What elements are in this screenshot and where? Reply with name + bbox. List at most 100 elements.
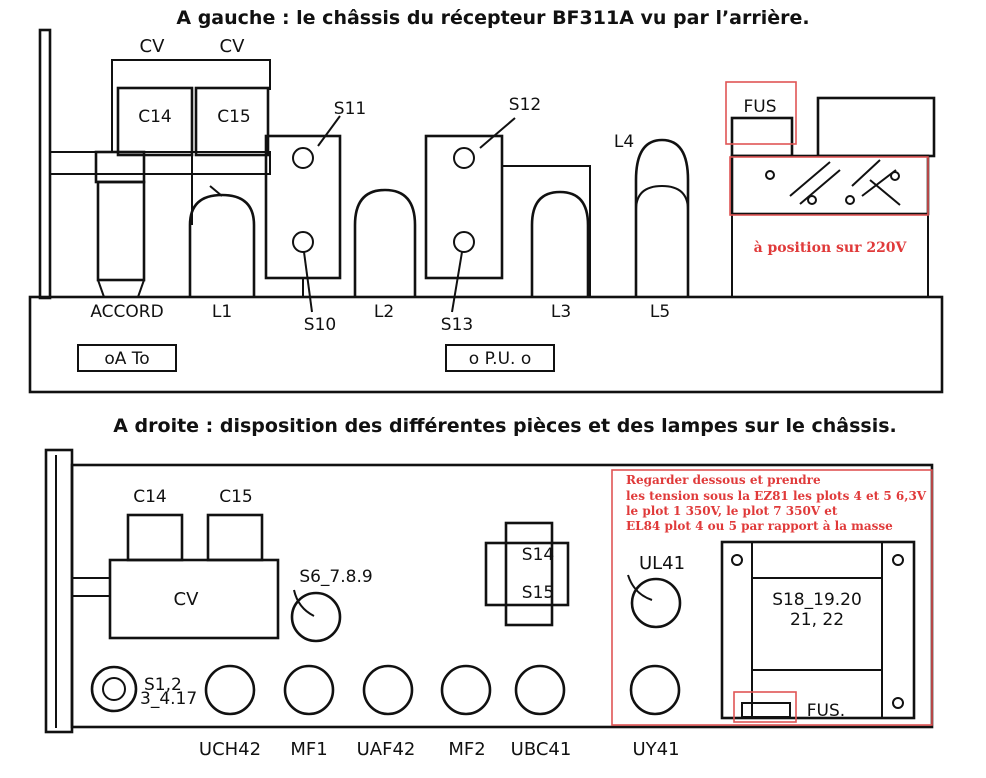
socket-s12 — [90, 665, 138, 713]
chassis-base — [28, 295, 944, 394]
bottom-chassis-layout: Regarder dessous et prendre les tension … — [44, 448, 934, 760]
voltage-selector — [730, 154, 930, 216]
selector-strap-2 — [851, 159, 901, 206]
label-antenna-terminal: oA To — [104, 349, 149, 369]
label-uch42: UCH42 — [199, 739, 261, 760]
label-s12-line1: S1,2 — [144, 675, 182, 695]
c15-box — [194, 86, 270, 157]
socket-uaf42 — [362, 664, 414, 716]
label-s15: S15 — [522, 583, 554, 603]
measure-line-4: EL84 plot 4 ou 5 par rapport à la masse — [626, 519, 893, 533]
measure-line-1: Regarder dessous et prendre — [626, 473, 821, 487]
label-accord: ACCORD — [90, 302, 163, 322]
selector-pin-1 — [765, 170, 775, 180]
s10-hole — [292, 231, 314, 253]
s11-hole — [292, 147, 314, 169]
label-fus-bottom: FUS. — [807, 701, 845, 721]
label-c15-bottom: C15 — [219, 487, 253, 507]
label-s6789: S6_7.8.9 — [299, 567, 372, 587]
mounting-hole-3 — [892, 697, 904, 709]
label-s14: S14 — [522, 545, 554, 565]
label-c14: C14 — [138, 107, 172, 127]
bottom-caption: A droite : disposition des différentes p… — [113, 415, 897, 437]
transformer-core — [751, 577, 883, 671]
selector-highlight-box — [729, 156, 929, 216]
label-ubc41: UBC41 — [511, 739, 572, 760]
label-s1820: S18_19.20 — [772, 590, 862, 610]
fuse-holder — [730, 116, 794, 158]
s12-hole — [453, 147, 475, 169]
transformer-s14-s15-frame — [484, 541, 570, 607]
accord-coil-top — [94, 150, 146, 184]
label-l1: L1 — [212, 302, 232, 322]
label-l4: L4 — [614, 132, 634, 152]
pickup-terminal-plate — [445, 344, 555, 372]
label-s12-line2: 3_4.17 — [140, 689, 197, 709]
c15-can — [206, 513, 264, 562]
label-s2122: 21, 22 — [790, 610, 844, 630]
label-l2: L2 — [374, 302, 394, 322]
label-ul41: UL41 — [639, 553, 685, 574]
socket-mf1 — [283, 664, 335, 716]
measure-line-3: le plot 1 350V, le plot 7 350V et — [626, 504, 838, 518]
accord-coil-base — [97, 279, 145, 298]
power-transformer — [816, 96, 936, 158]
measure-line-2: les tension sous la EZ81 les plots 4 et … — [626, 489, 927, 503]
transformer-lower — [731, 213, 929, 298]
cv-bracket — [111, 59, 271, 90]
label-uaf42: UAF42 — [357, 739, 416, 760]
coil-s6-9-leader — [293, 589, 315, 617]
fuse-highlight-box-bottom — [733, 691, 797, 723]
tube-l2 — [353, 188, 417, 297]
tube-l3 — [530, 190, 590, 297]
top-chassis-view: CV CV C14 C15 S11 S12 L4 FUS ACCORD L1 S… — [28, 28, 944, 394]
top-caption: A gauche : le châssis du récepteur BF311… — [176, 7, 809, 29]
socket-ubc41 — [514, 664, 566, 716]
label-s11: S11 — [334, 99, 366, 119]
label-cv-right: CV — [220, 36, 246, 57]
tube-l5-cap — [635, 184, 689, 211]
label-l5: L5 — [650, 302, 670, 322]
label-cv-left: CV — [140, 36, 166, 57]
accord-coil-body — [96, 180, 146, 282]
label-fus-top: FUS — [743, 97, 776, 117]
label-cv-bottom: CV — [174, 589, 200, 610]
socket-uy41 — [629, 664, 681, 716]
transformer-s12-s13 — [424, 134, 504, 280]
label-l3: L3 — [551, 302, 571, 322]
selector-strap-1 — [789, 161, 841, 205]
measurement-note: Regarder dessous et prendre les tension … — [626, 473, 930, 533]
fuse-element — [741, 702, 791, 718]
measurement-highlight-box — [611, 469, 933, 726]
mounting-hole-1 — [731, 554, 743, 566]
label-s12: S12 — [509, 95, 541, 115]
front-panel-edge — [44, 448, 74, 734]
antenna-terminal-plate — [77, 344, 177, 372]
coil-s6-9 — [290, 591, 342, 643]
s13-leader — [451, 251, 463, 313]
ul41-leader — [627, 574, 653, 601]
label-s10: S10 — [304, 315, 336, 335]
variable-capacitor-shaft — [49, 151, 271, 175]
c14-can — [126, 513, 184, 562]
front-panel-plate — [38, 28, 52, 300]
label-c15: C15 — [217, 107, 251, 127]
tube-socket-ul41 — [630, 577, 682, 629]
transformer-right-bracket — [881, 541, 915, 719]
selector-pin-2 — [807, 195, 817, 205]
cv-block — [108, 558, 280, 640]
tube-l1 — [188, 193, 256, 297]
s11-leader — [317, 115, 341, 147]
s13-hole — [453, 231, 475, 253]
label-mf2: MF2 — [448, 739, 485, 760]
s12-bracket — [502, 165, 591, 297]
label-uy41: UY41 — [632, 739, 679, 760]
s12-leader — [479, 117, 516, 149]
mounting-hole-2 — [892, 554, 904, 566]
label-mf1: MF1 — [290, 739, 327, 760]
s10-leader — [303, 251, 313, 313]
socket-s12-inner — [102, 677, 126, 701]
tube-l4 — [634, 138, 690, 297]
transformer-s10-s11 — [264, 134, 342, 280]
